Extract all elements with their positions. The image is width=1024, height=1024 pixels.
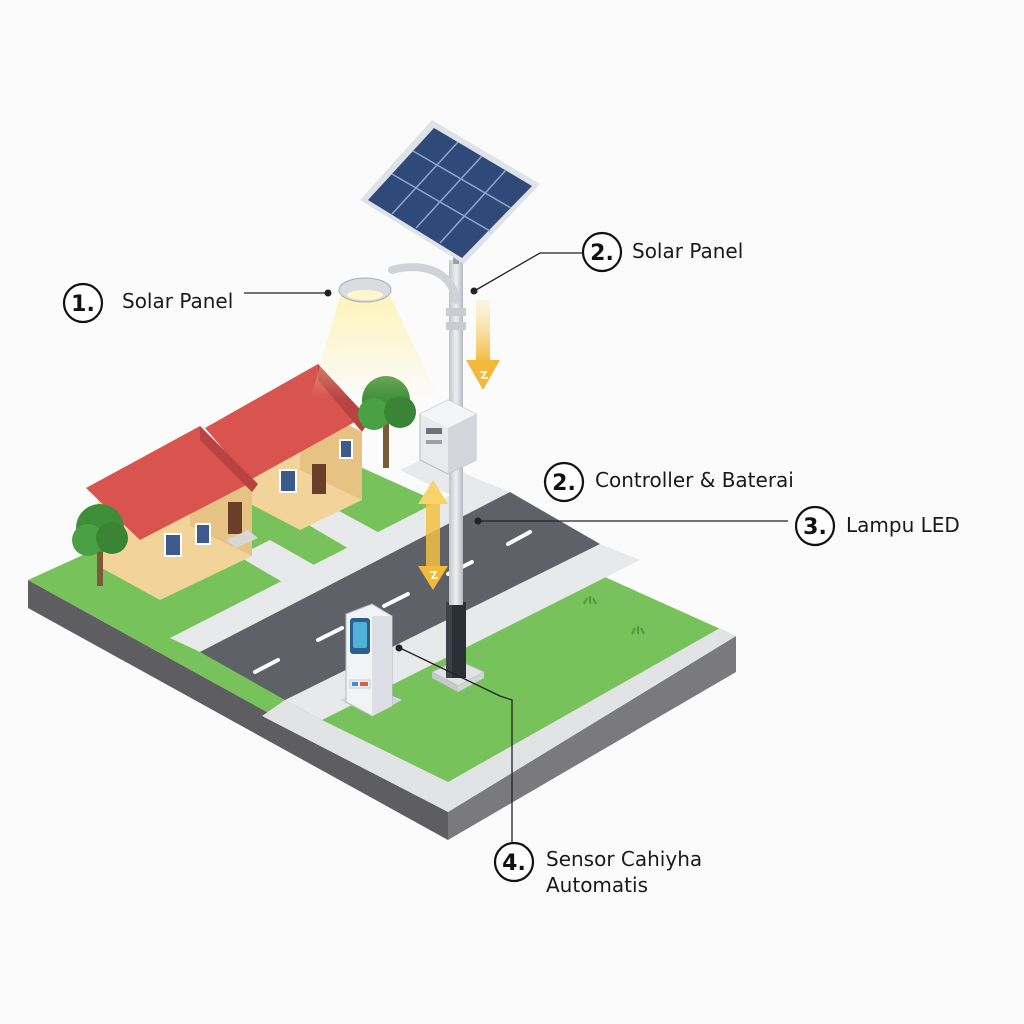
callout-3: 2. Controller & Baterai xyxy=(543,461,794,503)
callout-5-label-line1: Sensor Cahiyha xyxy=(546,847,702,871)
grass-tufts xyxy=(583,596,645,635)
house-back xyxy=(205,364,370,530)
energy-arrow-updown xyxy=(418,480,448,590)
callout-2-number: 2. xyxy=(590,241,614,266)
house-front xyxy=(86,426,258,600)
light-beam xyxy=(310,296,440,400)
tree-left xyxy=(72,504,128,586)
callout-3-number: 2. xyxy=(552,471,576,496)
callout-5: 4. Sensor Cahiyha Automatis xyxy=(493,841,702,897)
solar-panel xyxy=(360,120,540,264)
callout-2-label: Solar Panel xyxy=(632,239,743,263)
callout-1: 1. Solar Panel xyxy=(62,282,233,324)
street-light-pole xyxy=(338,238,486,692)
road xyxy=(200,492,600,700)
callout-4-number: 3. xyxy=(803,515,827,540)
ground-side-right xyxy=(448,636,736,840)
callout-4: 3. Lampu LED xyxy=(794,505,960,547)
callout-1-number: 1. xyxy=(71,292,95,317)
controller-battery-box xyxy=(419,399,477,475)
callout-4-label: Lampu LED xyxy=(846,513,960,537)
callout-3-label: Controller & Baterai xyxy=(595,468,794,492)
callout-2: 2. Solar Panel xyxy=(581,231,743,273)
callout-5-number: 4. xyxy=(502,851,526,876)
ground-side-left xyxy=(28,580,448,840)
energy-arrow-down xyxy=(466,300,500,390)
light-sensor-kiosk xyxy=(340,603,402,717)
leader-lines xyxy=(244,252,788,842)
callout-5-label-line2: Automatis xyxy=(546,873,648,897)
callout-1-label: Solar Panel xyxy=(122,289,233,313)
